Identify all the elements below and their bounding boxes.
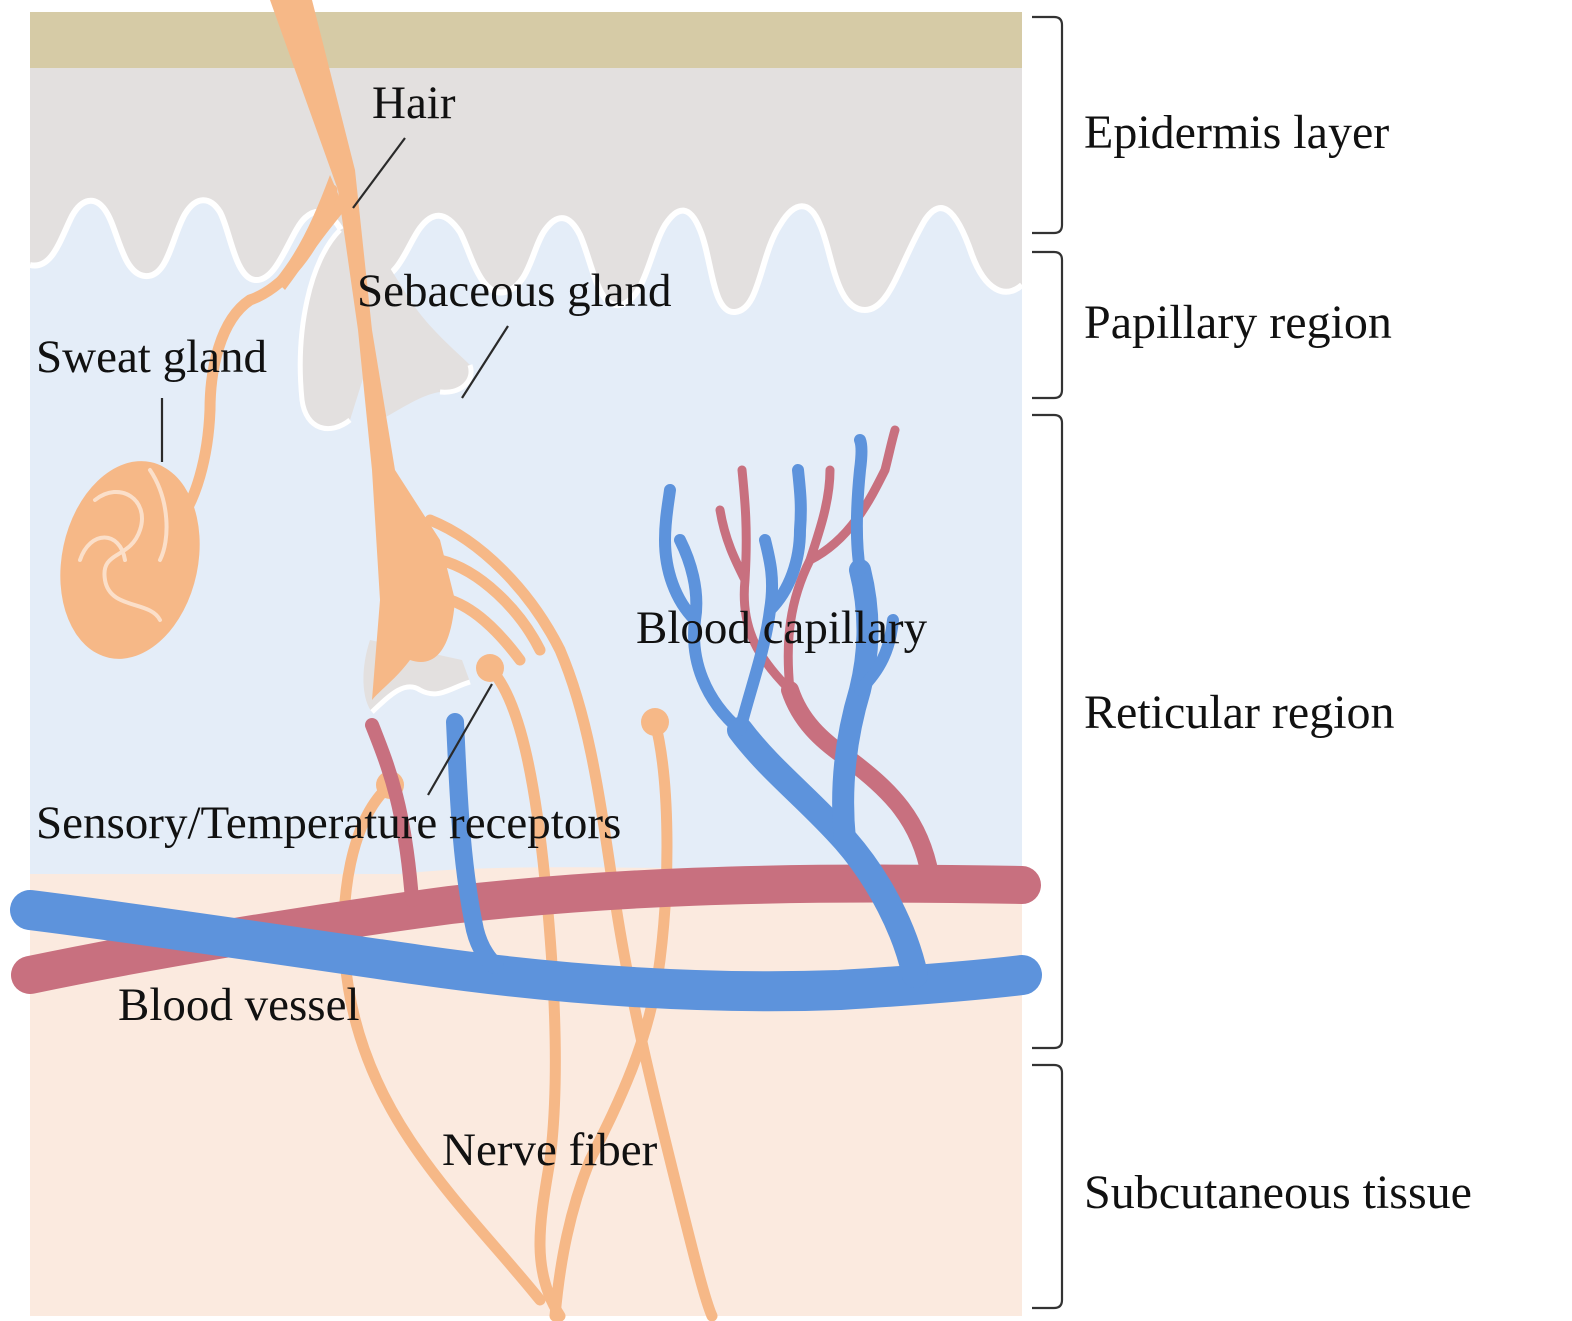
stratum-corneum	[30, 12, 1022, 68]
label-epidermis-layer: Epidermis layer	[1084, 106, 1389, 159]
label-hair: Hair	[372, 77, 456, 129]
label-papillary-region: Papillary region	[1084, 296, 1392, 349]
bracket-subcutaneous	[1032, 1065, 1062, 1308]
bracket-epidermis	[1032, 17, 1062, 233]
layer-brackets	[1032, 17, 1062, 1308]
layer-labels: Epidermis layer Papillary region Reticul…	[1084, 106, 1472, 1219]
label-blood-vessel: Blood vessel	[118, 979, 360, 1031]
bracket-reticular	[1032, 415, 1062, 1048]
sensory-receptor-1	[476, 654, 504, 682]
label-sensory-receptors: Sensory/Temperature receptors	[36, 797, 621, 849]
label-reticular-region: Reticular region	[1084, 686, 1395, 739]
bracket-papillary	[1032, 252, 1062, 398]
label-subcutaneous-tissue: Subcutaneous tissue	[1084, 1166, 1472, 1219]
sensory-receptor-2	[641, 708, 669, 736]
label-sebaceous-gland: Sebaceous gland	[357, 265, 672, 317]
label-blood-capillary: Blood capillary	[636, 602, 928, 654]
label-nerve-fiber: Nerve fiber	[442, 1124, 658, 1176]
label-sweat-gland: Sweat gland	[36, 331, 267, 383]
